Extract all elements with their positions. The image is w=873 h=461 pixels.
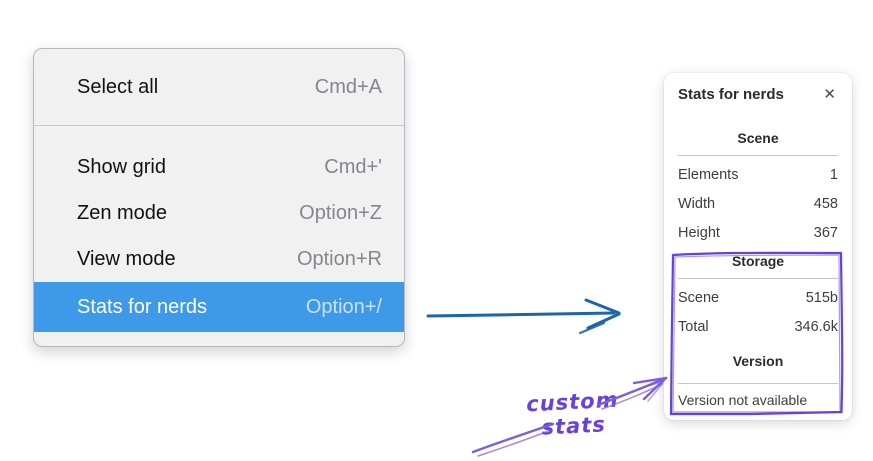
menu-divider (34, 125, 404, 126)
menu-item-show-grid[interactable]: Show grid Cmd+' (34, 144, 404, 190)
section-divider (678, 155, 838, 156)
menu-item-shortcut: Cmd+A (314, 75, 382, 98)
stat-value: 367 (813, 224, 838, 241)
flow-arrow (426, 298, 621, 335)
context-menu: Select all Cmd+A Show grid Cmd+' Zen mod… (33, 48, 405, 347)
section-heading-version: Version (732, 353, 784, 369)
menu-item-select-all[interactable]: Select all Cmd+A (34, 64, 404, 110)
stat-row-elements: Elements 1 (678, 160, 838, 189)
version-note: Version not available (678, 392, 808, 408)
stat-value: 458 (813, 195, 838, 212)
stat-label: Scene (678, 289, 720, 306)
stats-panel-header: Stats for nerds ✕ (678, 85, 838, 104)
annotation-custom-stats-label: custom stats (525, 387, 620, 440)
menu-item-zen-mode[interactable]: Zen mode Option+Z (34, 190, 404, 236)
section-heading-storage: Storage (731, 253, 785, 269)
menu-item-shortcut: Option+Z (299, 201, 382, 224)
close-icon[interactable]: ✕ (823, 86, 836, 103)
section-divider (678, 383, 838, 384)
stat-row-width: Width 458 (678, 189, 838, 218)
section-heading-scene: Scene (737, 130, 779, 146)
stat-value: 515b (805, 289, 838, 306)
menu-item-label: Show grid (77, 155, 166, 178)
stats-panel: Stats for nerds ✕ Scene Elements 1 Width… (664, 73, 852, 420)
storage-rows: Scene 515b Total 346.6k (678, 283, 838, 341)
menu-item-label: View mode (77, 247, 176, 270)
menu-item-shortcut: Cmd+' (324, 155, 382, 178)
section-divider (678, 278, 838, 279)
stat-row-total-size: Total 346.6k (678, 312, 838, 341)
stat-value: 346.6k (794, 318, 838, 335)
menu-item-view-mode[interactable]: View mode Option+R (34, 236, 404, 282)
stat-value: 1 (829, 166, 838, 183)
menu-item-label: Zen mode (77, 201, 168, 224)
menu-item-shortcut: Option+/ (305, 295, 382, 318)
scene-rows: Elements 1 Width 458 Height 367 (678, 160, 838, 247)
stats-panel-title: Stats for nerds (678, 86, 784, 103)
menu-item-shortcut: Option+R (296, 247, 382, 270)
stat-label: Total (678, 318, 709, 335)
stat-row-scene-size: Scene 515b (678, 283, 838, 312)
stat-row-height: Height 367 (678, 218, 838, 247)
stat-label: Width (678, 195, 716, 212)
menu-item-label: Select all (77, 75, 159, 98)
menu-item-stats-for-nerds[interactable]: Stats for nerds Option+/ (34, 282, 404, 332)
stat-label: Height (678, 224, 720, 241)
stat-label: Elements (678, 166, 739, 183)
menu-item-label: Stats for nerds (77, 295, 208, 318)
